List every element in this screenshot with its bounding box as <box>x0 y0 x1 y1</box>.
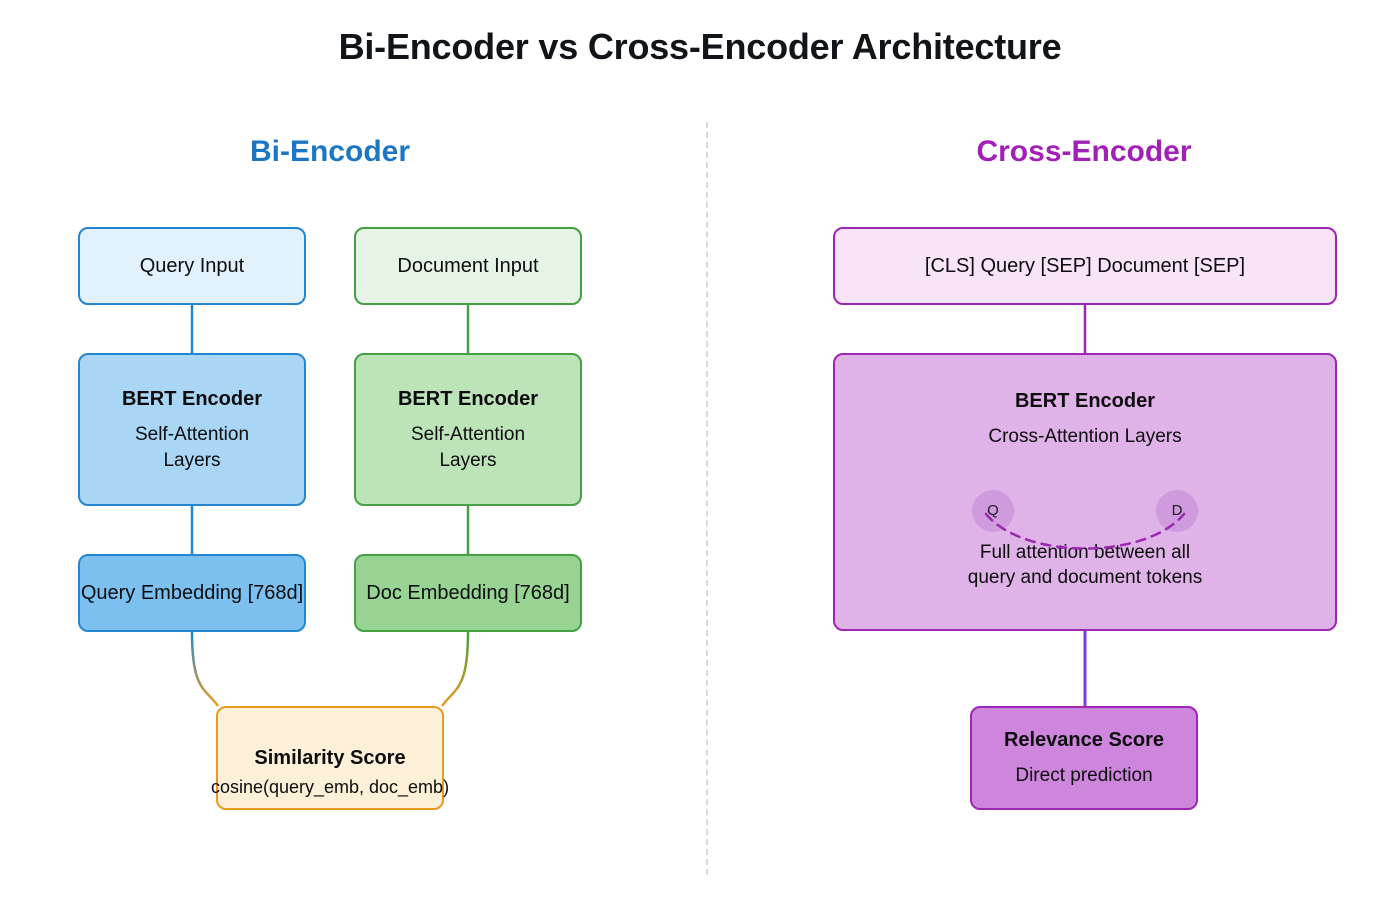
page-title: Bi-Encoder vs Cross-Encoder Architecture <box>338 26 1062 67</box>
node-query-embedding[interactable]: Query Embedding [768d] <box>78 554 306 632</box>
query-token-circle: Q <box>972 489 1014 532</box>
attention-illustration: Q D Full attention between all query and… <box>835 489 1335 591</box>
node-combined-input[interactable]: [CLS] Query [SEP] Document [SEP] <box>833 227 1337 305</box>
node-document-input[interactable]: Document Input <box>354 227 582 305</box>
attention-curve-icon <box>984 512 1186 550</box>
node-document-bert-encoder[interactable]: BERT Encoder Self-Attention Layers <box>354 353 582 506</box>
node-query-bert-title: BERT Encoder <box>121 387 263 410</box>
node-query-input[interactable]: Query Input <box>78 227 306 305</box>
edge-doc-embedding-to-similarity <box>440 631 470 707</box>
node-similarity-score[interactable]: Similarity Score cosine(query_emb, doc_e… <box>211 706 449 810</box>
node-similarity-score-title: Similarity Score <box>254 746 406 769</box>
cross-encoder-heading: Cross-Encoder <box>976 135 1192 168</box>
node-document-bert-subtitle: Self-Attention Layers <box>410 423 526 471</box>
node-query-bert-subtitle: Self-Attention Layers <box>134 423 250 471</box>
node-relevance-score[interactable]: Relevance Score Direct prediction <box>970 706 1198 810</box>
attention-note-line1: Full attention between all <box>979 541 1191 563</box>
node-document-embedding-label: Doc Embedding [768d] <box>366 582 570 604</box>
bi-encoder-heading: Bi-Encoder <box>249 135 411 168</box>
attention-note-line2: query and document tokens <box>967 566 1203 588</box>
node-query-embedding-label: Query Embedding [768d] <box>80 582 304 604</box>
node-query-bert-encoder[interactable]: BERT Encoder Self-Attention Layers <box>78 353 306 506</box>
node-cross-bert-subtitle: Cross-Attention Layers <box>988 426 1182 447</box>
node-cross-bert-title: BERT Encoder <box>1014 390 1156 412</box>
node-combined-input-label: [CLS] Query [SEP] Document [SEP] <box>924 255 1246 277</box>
panel-divider <box>706 122 708 875</box>
node-document-embedding[interactable]: Doc Embedding [768d] <box>354 554 582 632</box>
node-document-input-label: Document Input <box>397 255 539 277</box>
node-relevance-score-subtitle: Direct prediction <box>1015 765 1153 787</box>
attention-note: Full attention between all query and doc… <box>968 540 1203 591</box>
node-cross-bert-encoder[interactable]: BERT Encoder Cross-Attention Layers Q D … <box>833 353 1337 631</box>
attention-token-row: Q D <box>972 489 1198 550</box>
document-token-circle: D <box>1156 489 1198 532</box>
edge-query-embedding-to-similarity <box>190 631 220 707</box>
node-relevance-score-title: Relevance Score <box>1003 729 1165 752</box>
node-query-input-label: Query Input <box>139 255 245 277</box>
node-similarity-score-formula: cosine(query_emb, doc_emb) <box>210 777 450 797</box>
node-document-bert-title: BERT Encoder <box>397 387 539 410</box>
